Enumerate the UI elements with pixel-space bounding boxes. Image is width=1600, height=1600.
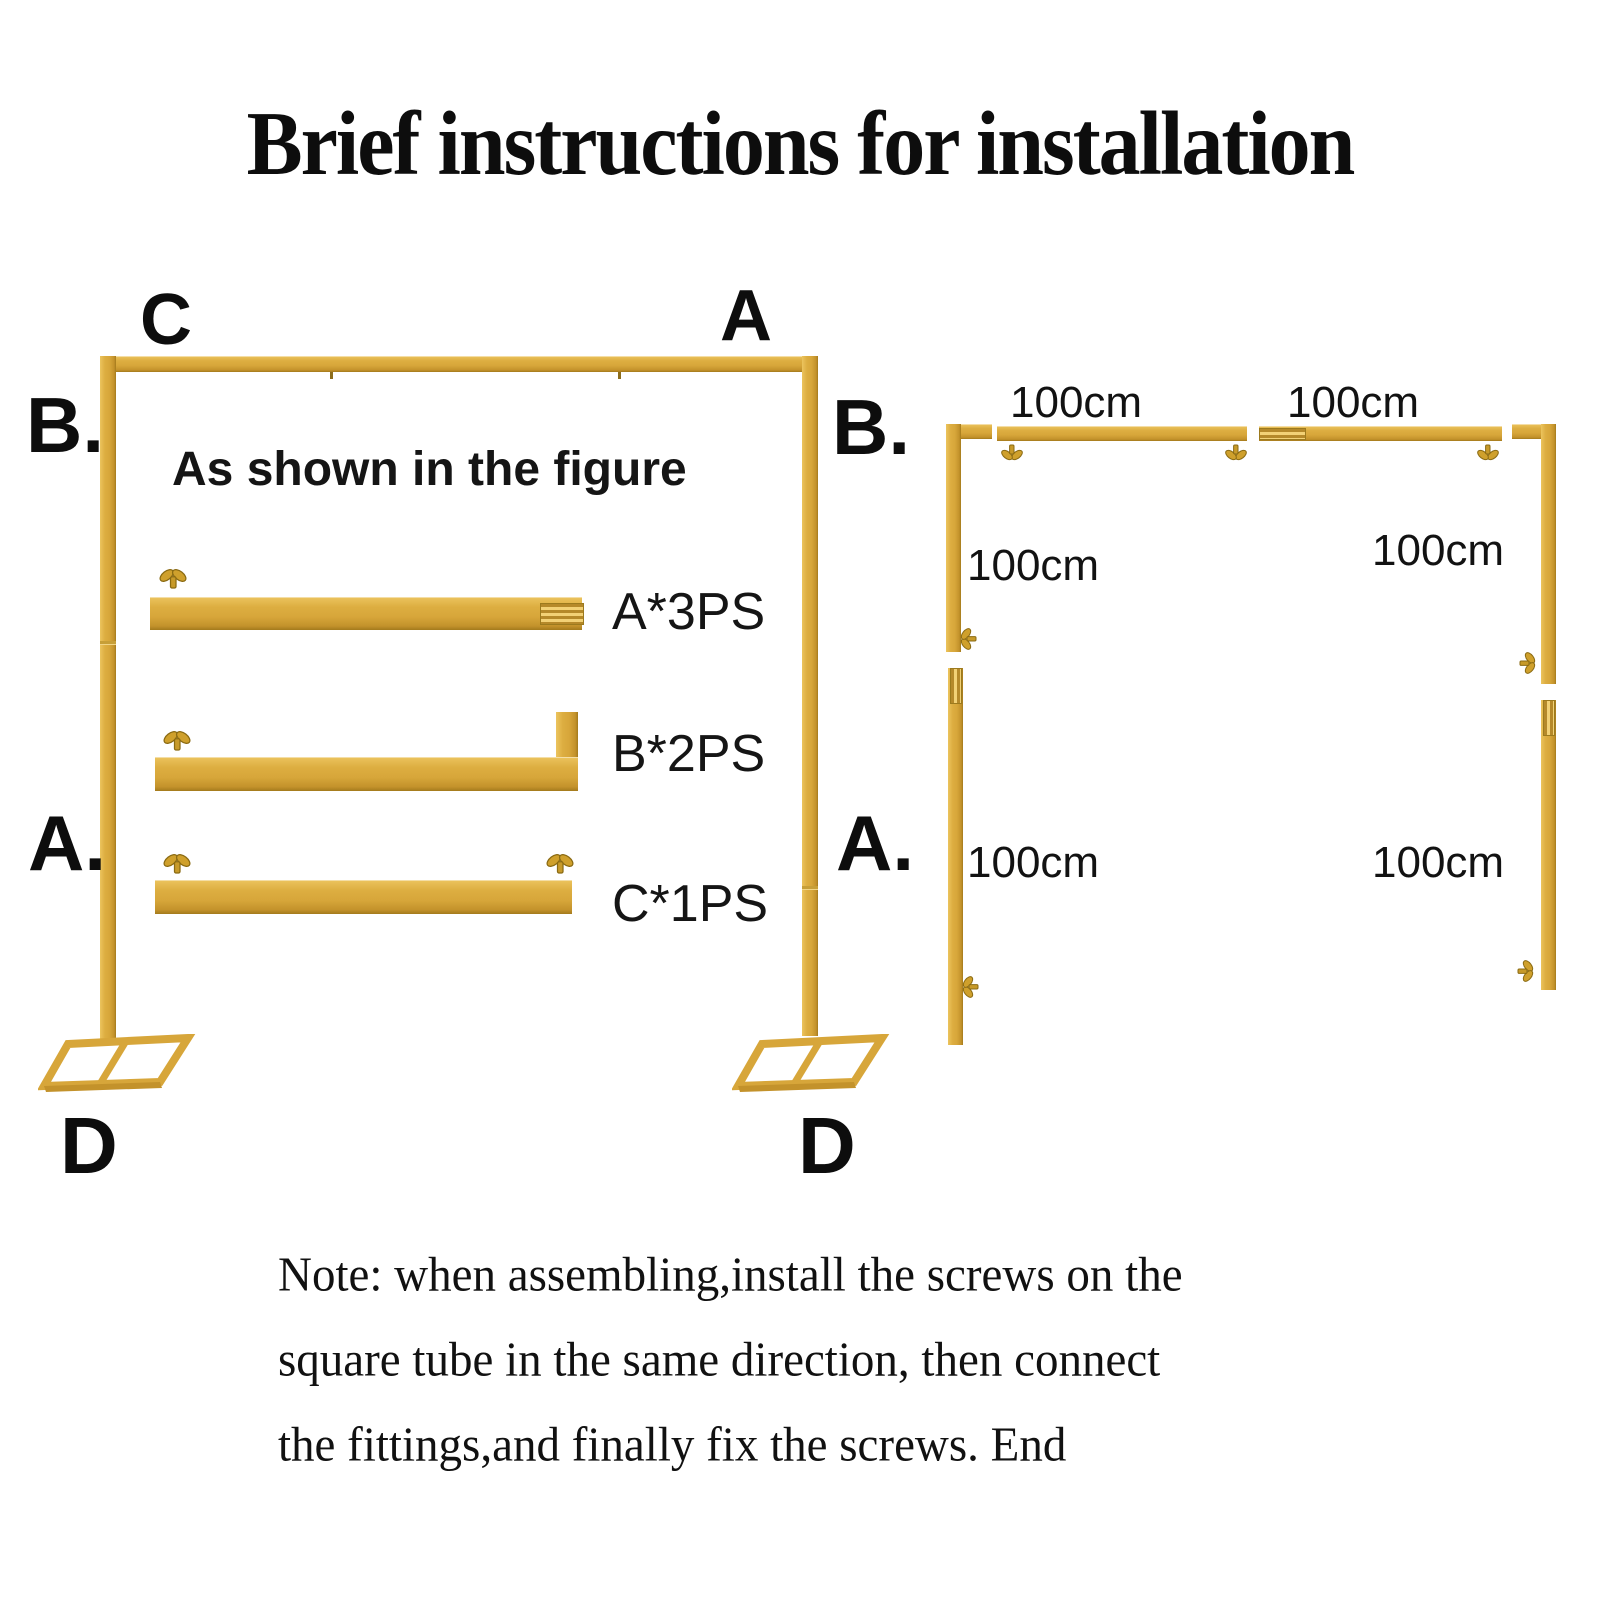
frame-top-crossbar [100,356,818,372]
part-b-bar [155,757,578,791]
part-a-bar [150,597,582,630]
wing-nut-icon [1000,444,1024,462]
page-title: Brief instructions for installation [246,94,1356,195]
part-b-corner-upright [556,712,578,760]
label-side-a-left: A. [28,799,106,887]
label-corner-a: A [720,276,772,356]
wing-nut-icon [959,627,977,651]
wing-nut-icon [545,851,575,874]
top-bar-2 [1259,426,1502,441]
measurement-top-right: 100cm [1287,378,1420,427]
label-base-d-left: D [60,1101,118,1190]
wing-nut-icon [162,728,192,751]
part-c-bar [155,880,572,914]
pole-joint-mark [100,641,116,644]
label-side-b-right: B. [832,383,910,471]
crossbar-screw-mark [330,372,333,379]
wing-nut-icon [1517,959,1535,983]
wing-nut-icon [1476,444,1500,462]
part-b-label: B*2PS [612,725,766,783]
label-corner-c: C [140,280,192,360]
upright-lower-right [1541,700,1556,990]
measurement-mid-left: 100cm [967,541,1100,590]
frame-right-pole [802,356,818,1036]
wing-nut-icon [961,975,979,999]
measurement-bottom-right: 100cm [1372,838,1505,887]
pole-joint-mark [802,886,818,889]
upright-lower-left-connector [950,668,962,704]
figure-caption: As shown in the figure [172,443,687,496]
crossbar-screw-mark [618,372,621,379]
part-a-connector-end [540,603,584,625]
upright-upper-left [946,424,961,652]
wing-nut-icon [1519,651,1537,675]
base-left [38,1034,198,1098]
label-side-b-left: B. [26,381,104,469]
top-bar-2-connector-end [1259,428,1306,440]
measurement-mid-right: 100cm [1372,526,1505,575]
note-line-2: square tube in the same direction, then … [278,1332,1161,1388]
measurement-bottom-left: 100cm [967,838,1100,887]
base-right [732,1034,892,1098]
wing-nut-icon [1224,444,1248,462]
wing-nut-icon [158,566,188,589]
upright-lower-right-connector [1543,700,1555,736]
upright-lower-left [948,668,963,1045]
note-line-1: Note: when assembling,install the screws… [278,1247,1183,1303]
frame-left-pole [100,356,116,1040]
part-c-label: C*1PS [612,875,769,933]
label-base-d-right: D [798,1101,856,1190]
note-line-3: the fittings,and finally fix the screws.… [278,1417,1067,1473]
measurement-top-left: 100cm [1010,378,1143,427]
label-side-a-right: A. [836,799,914,887]
top-bar-1 [997,426,1247,441]
part-a-label: A*3PS [612,583,766,641]
wing-nut-icon [162,851,192,874]
upright-upper-right [1541,424,1556,684]
